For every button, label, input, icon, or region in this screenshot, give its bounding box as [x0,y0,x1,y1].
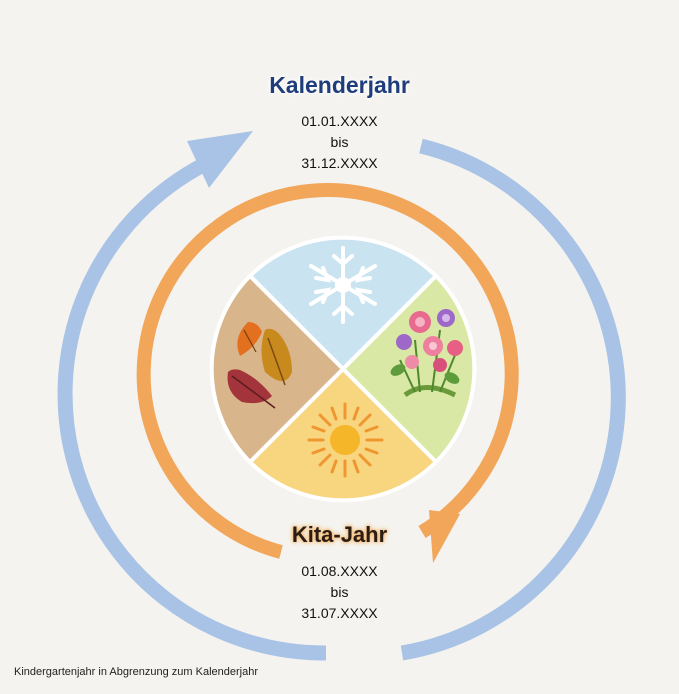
kita-ring-arrowhead [429,510,460,563]
autumn-leaves-icon [227,322,292,409]
kita-year-dates: 01.08.XXXX bis 31.07.XXXX [0,561,679,624]
flowers-icon [390,309,463,398]
calendar-year-dates: 01.01.XXXX bis 31.12.XXXX [0,111,679,174]
calendar-year-start: 01.01.XXXX [301,113,378,129]
caption: Kindergartenjahr in Abgrenzung zum Kalen… [14,666,258,678]
calendar-ring-arc-left [57,157,327,661]
calendar-year-ring [57,138,626,661]
calendar-year-end: 31.12.XXXX [301,155,378,171]
kita-year-title: Kita-Jahr [291,522,388,547]
sun-icon [307,402,384,478]
kita-year-ring [136,183,519,559]
kita-year-end: 31.07.XXXX [301,605,378,621]
snowflake-icon [309,246,377,324]
kita-year-start: 01.08.XXXX [301,563,378,579]
calendar-ring-arc-right [400,138,626,661]
kita-year-connector: bis [330,584,349,600]
calendar-ring-arrowhead [187,131,253,188]
calendar-year-connector: bis [330,134,349,150]
calendar-year-title: Kalenderjahr [269,72,410,98]
kita-ring-arc-top [136,183,519,559]
